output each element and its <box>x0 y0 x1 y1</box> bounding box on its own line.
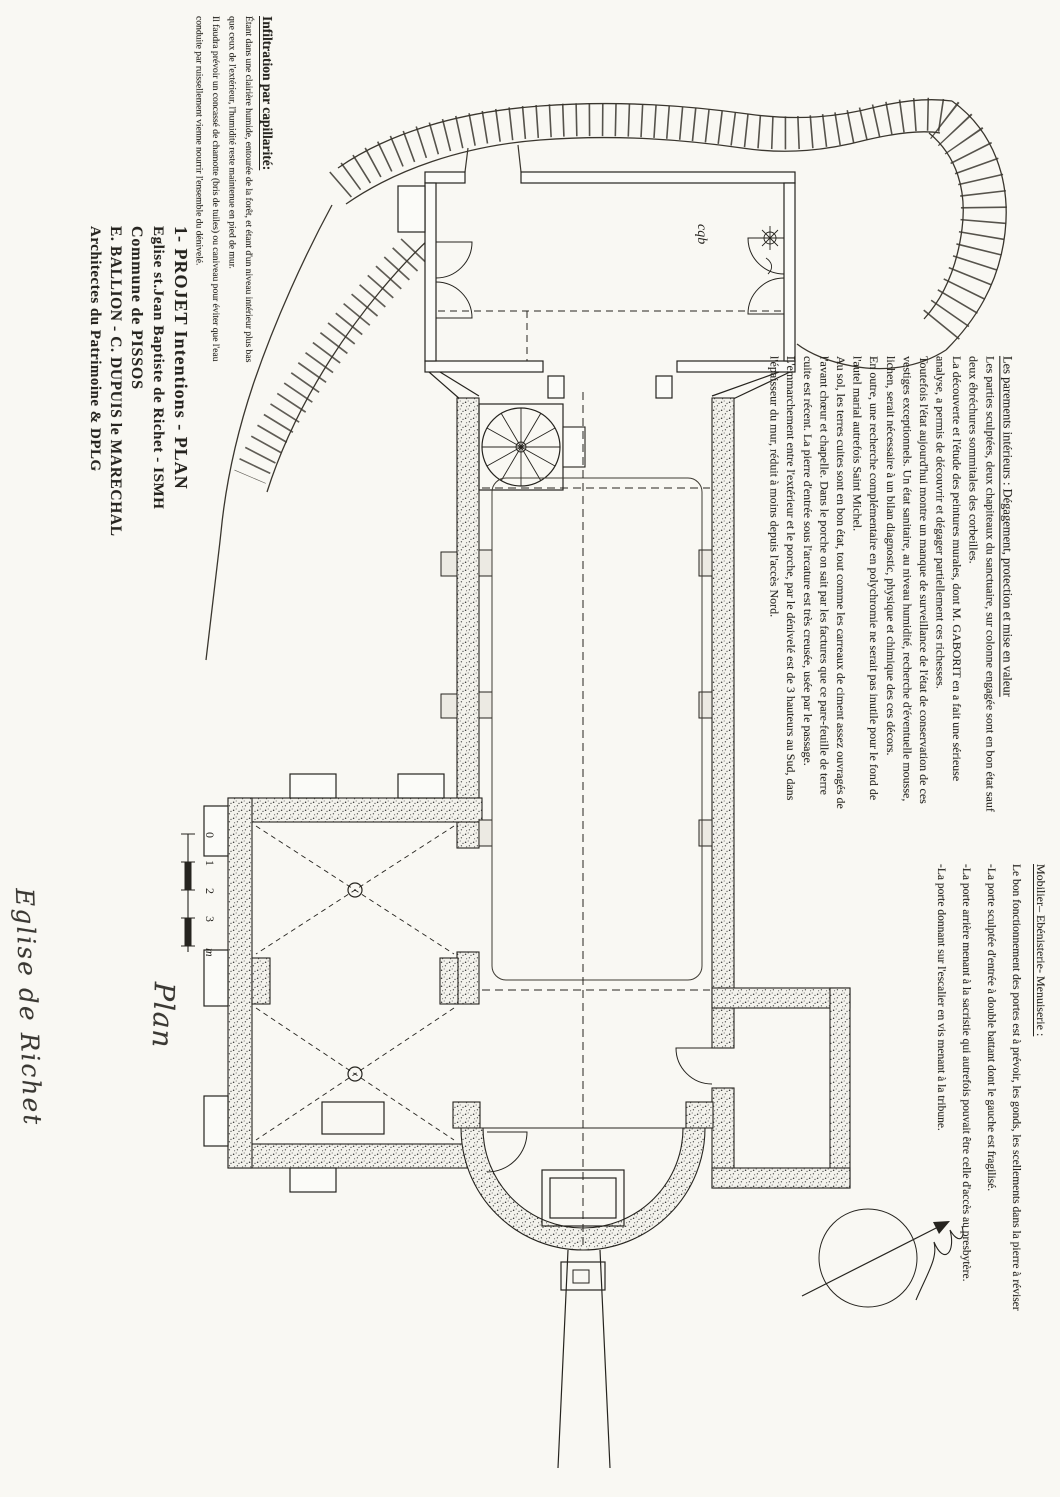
scale-label-3: 3 <box>203 916 217 922</box>
mobilier-note: Mobilier– Ebénisterie- Menuiserie : Le b… <box>928 864 1054 1474</box>
infiltration-note: Infiltration par capillarité: Étant dans… <box>190 16 278 496</box>
parements-line: Toutefois l'état aujourd'hui montre un m… <box>916 356 931 804</box>
architects-names: E. BALLION - C. DUPUIS le MARECHAL <box>107 226 124 537</box>
vault-ribs <box>255 825 455 1141</box>
parements-line: La découverte et l'étude des peintures m… <box>950 356 965 782</box>
project-title: 1- PROJET Intentions - PLAN <box>171 226 191 490</box>
spiral-staircase <box>478 403 586 491</box>
porch-walls <box>397 171 796 373</box>
mobilier-line: -La porte sculptée d'entrée à double bat… <box>985 864 997 1192</box>
parements-line: L'emmarchement entre l'extérieur et le p… <box>784 356 799 801</box>
infiltration-line: Il faudra prévoir un concassé de chamott… <box>210 16 221 362</box>
architects-title: Architectes du Patrimoine & DPLG <box>87 226 103 472</box>
parements-line: Les parties sculptées, deux chapiteaux d… <box>983 356 998 812</box>
plan-scribble-marks <box>758 226 782 275</box>
parements-line: Au sol, les terres cuites sont en bon ét… <box>833 356 848 809</box>
parements-line: deux ébréchures sommitales des corbeille… <box>966 356 981 564</box>
parements-line: lichen, serait nécessaire à un bilan dia… <box>883 356 898 756</box>
mobilier-heading: Mobilier– Ebénisterie- Menuiserie : <box>1034 864 1048 1037</box>
infiltration-line: que ceux de l'extérieur, l'humidité rest… <box>226 16 238 269</box>
parements-line: l'épaisseur du mur, réduit à moins depui… <box>767 356 782 618</box>
church-plan: cqb <box>203 171 851 1469</box>
axis-lines <box>482 392 710 1250</box>
scribble-note: cqb <box>694 224 709 244</box>
parements-line: l'avant chœur et chapelle. Dans le porch… <box>817 356 832 795</box>
parements-line: l'autel marial autrefois Saint Michel. <box>850 356 865 532</box>
infiltration-line: conduite par ruissellement vienne nourri… <box>193 16 205 266</box>
buttresses <box>203 773 445 1193</box>
door-swings <box>435 237 785 319</box>
south-path <box>557 1249 611 1469</box>
church-name: Eglise st.Jean Baptiste de Richet - ISMH <box>150 226 166 510</box>
scale-label-m: m <box>203 948 217 957</box>
scale-label-2: 2 <box>203 888 217 894</box>
plan-handwritten-label: Plan <box>145 981 181 1050</box>
parements-line: analyse, a permis de découvrir et dégage… <box>933 356 948 689</box>
mobilier-line: -La porte donnant sur l'escalier en vis … <box>935 864 947 1131</box>
infiltration-line: Étant dans une clairière humide, entouré… <box>243 16 254 363</box>
mobilier-line: -La porte arrière menant à la sacristie … <box>960 864 972 1282</box>
mobilier-line: Le bon fonctionnement des portes est à p… <box>1010 864 1022 1311</box>
parements-line: vestiges exceptionnels. Un état sanitair… <box>900 356 915 802</box>
scale-label-0: 0 <box>203 832 217 838</box>
title-block: 1- PROJET Intentions - PLAN Eglise st.Je… <box>84 226 194 646</box>
north-compass <box>801 1208 964 1308</box>
parements-heading: Les parements intérieurs : Dégagement, p… <box>1000 356 1015 697</box>
parements-note: Les parements intérieurs : Dégagement, p… <box>766 356 1016 1006</box>
scale-label-1: 1 <box>203 860 217 866</box>
infiltration-heading: Infiltration par capillarité: <box>260 16 275 171</box>
terrain-sketch <box>205 97 1007 661</box>
commune-name: Commune de PISSOS <box>128 226 145 390</box>
parements-line: cuite est récent. La pierre d'entrée sou… <box>800 356 815 766</box>
scale-bar: 0 1 2 3 m <box>181 832 217 957</box>
parements-line: En outre, une recherche complémentaire e… <box>867 356 882 801</box>
masonry-walls <box>227 397 851 1251</box>
